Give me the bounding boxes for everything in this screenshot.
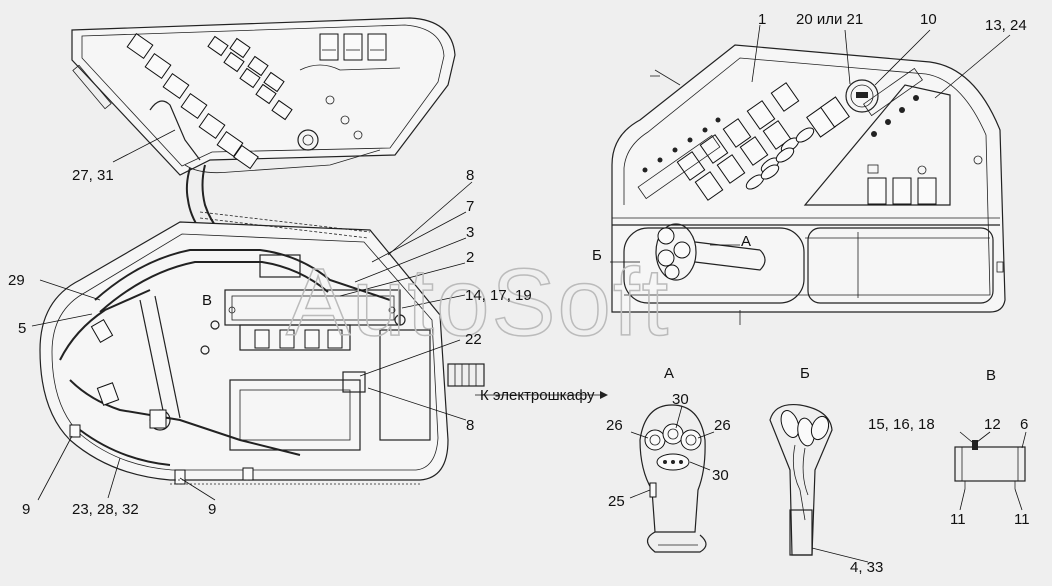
callout-9-right: 9: [208, 501, 216, 518]
rocker-pairs: [745, 127, 815, 190]
leader-lines: [31, 24, 1027, 563]
callout-9-left: 9: [22, 501, 30, 518]
callout-4-33: 4, 33: [850, 559, 883, 576]
desk-switches: [676, 82, 850, 201]
callout-1: 1: [758, 11, 766, 28]
callout-30-bottom: 30: [712, 467, 729, 484]
main-cabinet: [39, 211, 485, 485]
callout-8-top: 8: [466, 167, 474, 184]
callout-14-17-19: 14, 17, 19: [465, 287, 532, 304]
callout-27-31: 27, 31: [72, 167, 114, 184]
upper-switch-panel: [71, 17, 456, 233]
callout-11-left: 11: [950, 511, 966, 528]
callout-29: 29: [8, 272, 25, 289]
callout-30-top: 30: [672, 391, 689, 408]
callout-25: 25: [608, 493, 625, 510]
callout-labels: 1 20 или 21 10 13, 24 27, 31 8 7 3 2 14,…: [8, 11, 1030, 576]
callout-23-28-32: 23, 28, 32: [72, 501, 139, 518]
callout-7: 7: [466, 198, 474, 215]
callout-6: 6: [1020, 416, 1028, 433]
callout-26-left: 26: [606, 417, 623, 434]
control-desk: [611, 44, 1006, 325]
callout-20-21: 20 или 21: [796, 11, 863, 28]
desk-icon-strip: [637, 117, 721, 200]
view-a-joystick: [639, 404, 707, 553]
callout-22: 22: [465, 331, 482, 348]
callout-11-right: 11: [1014, 511, 1030, 528]
switch-row-right: [207, 35, 293, 121]
callout-15-16-18: 15, 16, 18: [868, 416, 935, 433]
to-cabinet-label: К электрошкафу: [480, 387, 595, 404]
watermark-text: AutoSoft: [286, 249, 670, 356]
callout-a: А: [741, 233, 751, 250]
callout-10: 10: [920, 11, 937, 28]
view-v-block: [954, 440, 1026, 489]
callout-8-bottom: 8: [466, 417, 474, 434]
view-a-title: А: [664, 365, 674, 382]
callout-26-right: 26: [714, 417, 731, 434]
switch-row-left: [126, 33, 259, 170]
callout-3: 3: [466, 224, 474, 241]
view-be-title: Б: [800, 365, 810, 382]
view-b-joystick-side: [769, 403, 833, 556]
callout-2: 2: [466, 249, 474, 266]
callout-v-main: В: [202, 292, 212, 309]
callout-12: 12: [984, 416, 1001, 433]
view-v-title: В: [986, 367, 996, 384]
callout-13-24: 13, 24: [985, 17, 1027, 34]
callout-be: Б: [592, 247, 602, 264]
callout-5: 5: [18, 320, 26, 337]
